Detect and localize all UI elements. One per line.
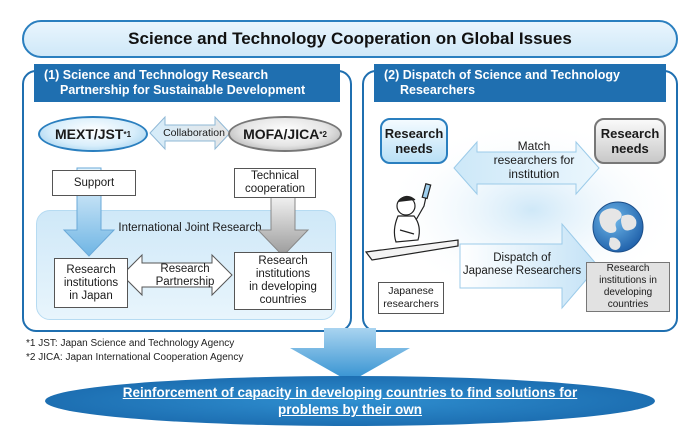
technical-line1: Technical (251, 170, 299, 182)
conclusion-line1: Reinforcement of capacity in developing … (122, 385, 578, 400)
developing-line3: countries (259, 294, 307, 306)
developing-line2: in developing (249, 281, 317, 293)
mext-jst-ellipse: MEXT/JST*1 (38, 116, 148, 152)
research-needs-right: Research needs (594, 118, 666, 164)
dispatch-line1: Dispatch of (493, 252, 551, 264)
match-line1: Match (517, 139, 551, 153)
collaboration-label: Collaboration (163, 127, 225, 139)
japanese-line1: Japanese (388, 285, 434, 297)
japanese-line2: researchers (383, 298, 439, 310)
research-partnership-label: Research Partnership (140, 263, 230, 289)
inst-line2: institutions in (599, 275, 657, 286)
needs-left-line1: Research (384, 126, 444, 141)
japanese-researchers-box: Japanese researchers (378, 282, 444, 314)
mofa-jica-ellipse: MOFA/JICA*2 (228, 116, 342, 152)
japan-line3: in Japan (69, 289, 113, 302)
right-graphics (364, 120, 678, 310)
developing-institutions-right-box: Research institutions in developing coun… (586, 262, 670, 312)
japan-line1: Research (66, 263, 116, 276)
partnership-line2: Partnership (155, 276, 215, 288)
dispatch-arrow (459, 222, 599, 310)
dispatch-line2: Japanese Researchers (462, 265, 582, 277)
mext-footnote-marker: *1 (123, 129, 132, 139)
left-panel-heading: (1) Science and Technology Research Part… (34, 64, 340, 102)
dispatch-label: Dispatch of Japanese Researchers (462, 252, 582, 278)
partnership-line1: Research (160, 263, 210, 275)
conclusion-line2: problems by their own (277, 402, 423, 417)
inst-line3: developing countries (603, 287, 653, 310)
mofa-jica-label: MOFA/JICA (243, 126, 320, 142)
left-heading-line1: (1) Science and Technology Research (44, 68, 269, 82)
japan-line2: institutions (63, 276, 119, 289)
footnote-jst: *1 JST: Japan Science and Technology Age… (26, 338, 235, 349)
diagram-title: Science and Technology Cooperation on Gl… (22, 20, 678, 58)
match-label: Match researchers for institution (478, 139, 590, 181)
match-line3: institution (508, 167, 560, 181)
mext-jst-label: MEXT/JST (54, 126, 124, 142)
match-arrow (453, 140, 600, 196)
japan-institutions-box: Research institutions in Japan (54, 258, 128, 308)
needs-right-line1: Research (600, 126, 660, 141)
support-box: Support (52, 170, 136, 196)
globe-icon (592, 201, 644, 253)
developing-line1: Research institutions (255, 255, 311, 280)
technical-down-arrow (256, 195, 310, 257)
partnership-arrow (121, 253, 233, 297)
researcher-icon (364, 182, 459, 261)
technical-line2: cooperation (244, 183, 306, 195)
right-heading-line1: (2) Dispatch of Science and Technology (384, 68, 620, 82)
right-heading-line2: Researchers (400, 83, 476, 97)
developing-institutions-box: Research institutions in developing coun… (234, 252, 332, 310)
conclusion-arrow (290, 328, 410, 382)
conclusion-ellipse: Reinforcement of capacity in developing … (45, 376, 655, 426)
right-panel-heading: (2) Dispatch of Science and Technology R… (374, 64, 666, 102)
left-heading-line2: Partnership for Sustainable Development (60, 83, 306, 97)
mofa-footnote-marker: *2 (319, 129, 327, 139)
needs-left-line2: needs (395, 141, 433, 156)
inst-line1: Research (606, 263, 650, 274)
needs-right-line2: needs (611, 141, 649, 156)
international-joint-research-label: International Joint Research (118, 222, 262, 234)
research-needs-left: Research needs (380, 118, 448, 164)
footnote-jica: *2 JICA: Japan International Cooperation… (26, 352, 244, 363)
technical-cooperation-box: Technical cooperation (234, 168, 316, 198)
match-line2: researchers for (493, 153, 575, 167)
